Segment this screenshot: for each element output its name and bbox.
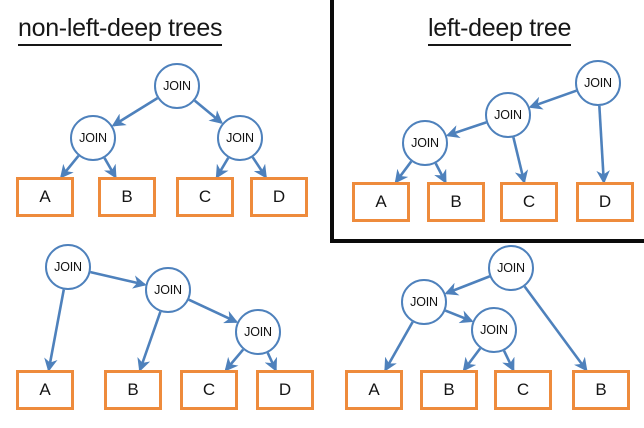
- relation-box: B: [420, 370, 478, 410]
- join-node-label: JOIN: [584, 76, 612, 90]
- tree-edges: [44, 89, 610, 373]
- join-node-label: JOIN: [154, 283, 182, 297]
- join-node: JOIN: [145, 267, 191, 313]
- relation-box: D: [250, 177, 308, 217]
- tree-edge-arrow: [188, 298, 239, 324]
- relation-box-label: A: [39, 187, 51, 206]
- tree-edge-arrow: [251, 156, 267, 179]
- tree-edge-arrow: [523, 285, 588, 372]
- relation-box-label: C: [522, 192, 536, 211]
- join-node: JOIN: [401, 279, 447, 325]
- panel-title-non-left-deep-text: non-left-deep trees: [18, 14, 222, 46]
- tree-edge-arrow: [445, 121, 487, 139]
- relation-box: B: [104, 370, 162, 410]
- join-node: JOIN: [154, 63, 200, 109]
- relation-box: A: [16, 177, 74, 217]
- tree-edge-arrow: [528, 89, 577, 110]
- tree-edge-arrow: [462, 347, 482, 372]
- relation-box: B: [427, 182, 485, 222]
- tree-edge-arrow: [193, 99, 224, 125]
- tree-edge-arrow: [596, 105, 610, 185]
- relation-box-label: C: [198, 187, 212, 206]
- relation-box: B: [572, 370, 630, 410]
- tree-edge-arrow: [512, 137, 529, 185]
- tree-edge-arrow: [215, 157, 230, 179]
- join-node: JOIN: [488, 245, 534, 291]
- relation-box-label: B: [443, 380, 455, 399]
- relation-box-label: A: [368, 380, 380, 399]
- join-node-label: JOIN: [494, 108, 522, 122]
- tree-edge-arrow: [502, 350, 515, 372]
- tree-edge-arrow: [444, 275, 491, 296]
- join-node: JOIN: [45, 244, 91, 290]
- relation-box-label: B: [595, 380, 607, 399]
- relation-box-label: B: [127, 380, 139, 399]
- panel-divider-horizontal: [330, 239, 644, 243]
- join-node: JOIN: [235, 309, 281, 355]
- tree-edge-arrow: [434, 162, 447, 184]
- relation-box-label: D: [272, 187, 286, 206]
- join-node-label: JOIN: [497, 261, 525, 275]
- join-node-label: JOIN: [226, 131, 254, 145]
- relation-box-label: D: [278, 380, 292, 399]
- relation-box: D: [256, 370, 314, 410]
- relation-box: C: [180, 370, 238, 410]
- relation-box-label: C: [516, 380, 530, 399]
- join-node: JOIN: [471, 307, 517, 353]
- join-node: JOIN: [70, 115, 116, 161]
- join-node: JOIN: [402, 120, 448, 166]
- panel-divider-vertical: [330, 0, 334, 243]
- relation-box-label: B: [121, 187, 133, 206]
- join-node-label: JOIN: [54, 260, 82, 274]
- relation-box: A: [345, 370, 403, 410]
- tree-edge-arrow: [137, 311, 162, 372]
- relation-box-label: B: [450, 192, 462, 211]
- relation-box: C: [176, 177, 234, 217]
- join-node: JOIN: [485, 92, 531, 138]
- tree-edge-arrow: [59, 155, 80, 179]
- join-node-label: JOIN: [163, 79, 191, 93]
- relation-box: C: [494, 370, 552, 410]
- relation-box: D: [576, 182, 634, 222]
- relation-box: C: [500, 182, 558, 222]
- tree-edge-arrow: [384, 321, 414, 372]
- panel-title-non-left-deep: non-left-deep trees: [18, 14, 222, 46]
- join-node-label: JOIN: [79, 131, 107, 145]
- tree-edge-arrow: [44, 289, 66, 373]
- join-node-label: JOIN: [410, 295, 438, 309]
- tree-edge-arrow: [224, 348, 245, 372]
- relation-box-label: D: [598, 192, 612, 211]
- join-node: JOIN: [575, 60, 621, 106]
- panel-title-left-deep: left-deep tree: [428, 14, 571, 46]
- tree-edge-arrow: [103, 157, 117, 179]
- join-node-label: JOIN: [411, 136, 439, 150]
- tree-edge-arrow: [394, 160, 413, 184]
- relation-box: B: [98, 177, 156, 217]
- relation-box: A: [16, 370, 74, 410]
- join-node: JOIN: [217, 115, 263, 161]
- relation-box: A: [352, 182, 410, 222]
- tree-edge-arrow: [444, 309, 474, 324]
- panel-title-left-deep-text: left-deep tree: [428, 14, 571, 46]
- tree-edge-arrow: [111, 97, 159, 127]
- join-node-label: JOIN: [244, 325, 272, 339]
- relation-box-label: C: [202, 380, 216, 399]
- tree-edge-arrow: [264, 352, 277, 372]
- join-node-label: JOIN: [480, 323, 508, 337]
- relation-box-label: A: [375, 192, 387, 211]
- tree-edge-arrow: [90, 270, 147, 289]
- relation-box-label: A: [39, 380, 51, 399]
